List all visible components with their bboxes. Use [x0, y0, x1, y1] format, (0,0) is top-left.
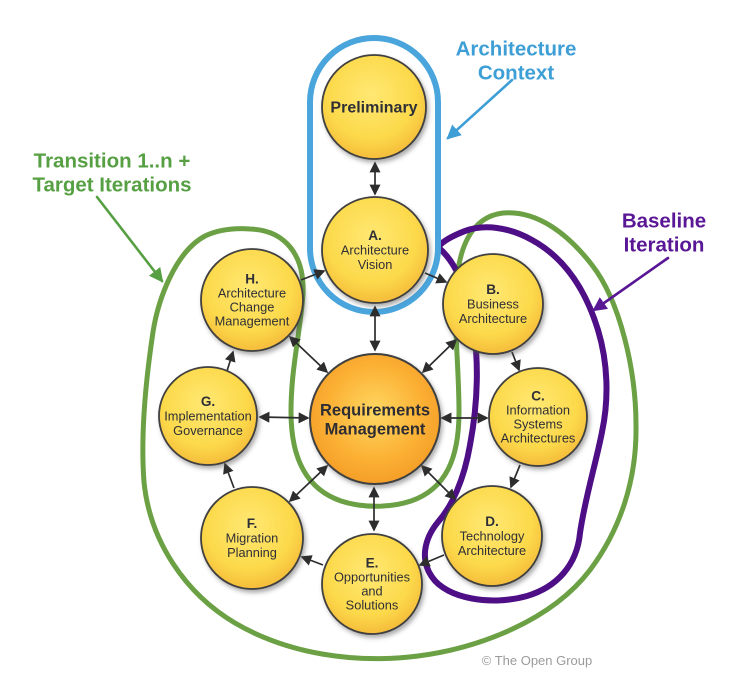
phase-cycle-arrows — [223, 269, 521, 567]
copyright-text: © The Open Group — [482, 653, 593, 668]
baseline-iteration-outline — [421, 224, 610, 604]
phase-circle-d — [441, 485, 543, 587]
phase-circle-preliminary — [321, 54, 427, 160]
arrow-a-to-b — [424, 272, 448, 284]
arrow-h-requirements — [288, 335, 329, 374]
transition-iterations-arrow — [95, 195, 164, 283]
phase-circle-e — [321, 533, 423, 635]
transition-iterations-label: Transition 1..n +Target Iterations — [32, 150, 191, 197]
arrow-f-requirements — [288, 464, 329, 503]
arrow-g-requirements — [258, 411, 310, 424]
arrow-d-requirements — [420, 464, 457, 501]
phase-circle-c — [488, 367, 588, 467]
arrow-e-to-f — [300, 555, 324, 566]
phase-circle-f — [200, 486, 304, 590]
arrow-f-to-g — [223, 462, 235, 489]
requirements-spoke-arrows — [258, 161, 489, 532]
arrow-g-to-h — [224, 350, 236, 372]
arrow-b-to-c — [510, 351, 521, 372]
arrow-b-requirements — [421, 338, 458, 374]
transition-iterations-outline — [140, 210, 639, 662]
architecture-context-arrow — [446, 78, 514, 140]
requirements-management-circle — [309, 353, 441, 485]
phase-preliminary: Preliminary — [321, 54, 427, 160]
arrow-h-to-a — [300, 269, 326, 281]
phase-circle-h — [200, 248, 304, 352]
arrow-c-to-d — [509, 464, 521, 489]
phase-circle-a — [321, 196, 429, 304]
phase-circle-g — [158, 366, 258, 466]
phase-circle-b — [442, 253, 544, 355]
phase-label-preliminary: Preliminary — [330, 99, 417, 116]
arrow-d-to-e — [418, 554, 445, 567]
baseline-iteration-arrow — [592, 256, 670, 312]
